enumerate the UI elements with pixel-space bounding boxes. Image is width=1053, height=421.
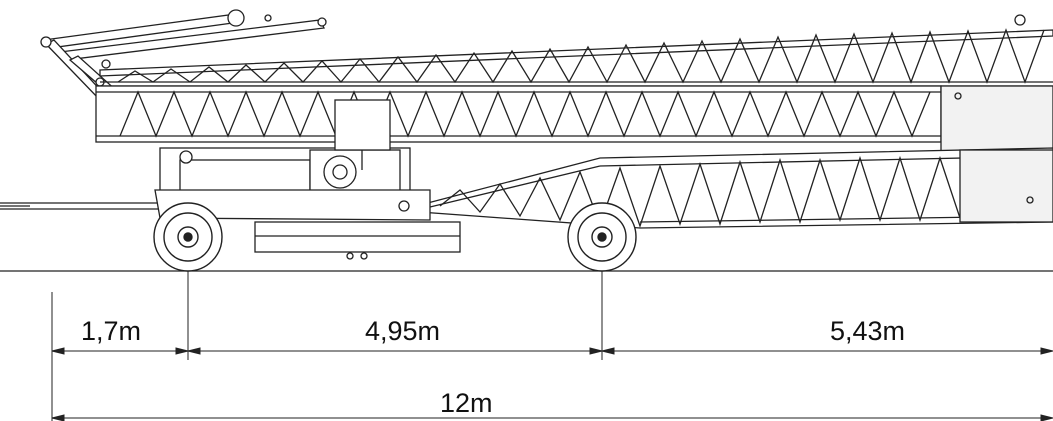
upper-jib-truss (99, 14, 1053, 87)
dimension-line-row-1 (51, 347, 1053, 355)
dimension-label-1: 1,7m (81, 316, 142, 346)
dimension-label-total: 12m (440, 388, 493, 418)
tow-bar (0, 202, 160, 210)
jib-folding-struts (40, 9, 327, 101)
rear-wheel (153, 202, 223, 272)
carriage-chassis (154, 99, 461, 260)
dimension-line-total (51, 414, 1053, 421)
middle-jib-truss (95, 85, 1053, 159)
dimension-label-2: 4,95m (365, 316, 441, 346)
front-wheel (567, 202, 637, 272)
dimension-label-3: 5,43m (830, 316, 906, 346)
tower-mast-truss (419, 147, 1053, 229)
dimension-extension-lines (51, 271, 603, 421)
